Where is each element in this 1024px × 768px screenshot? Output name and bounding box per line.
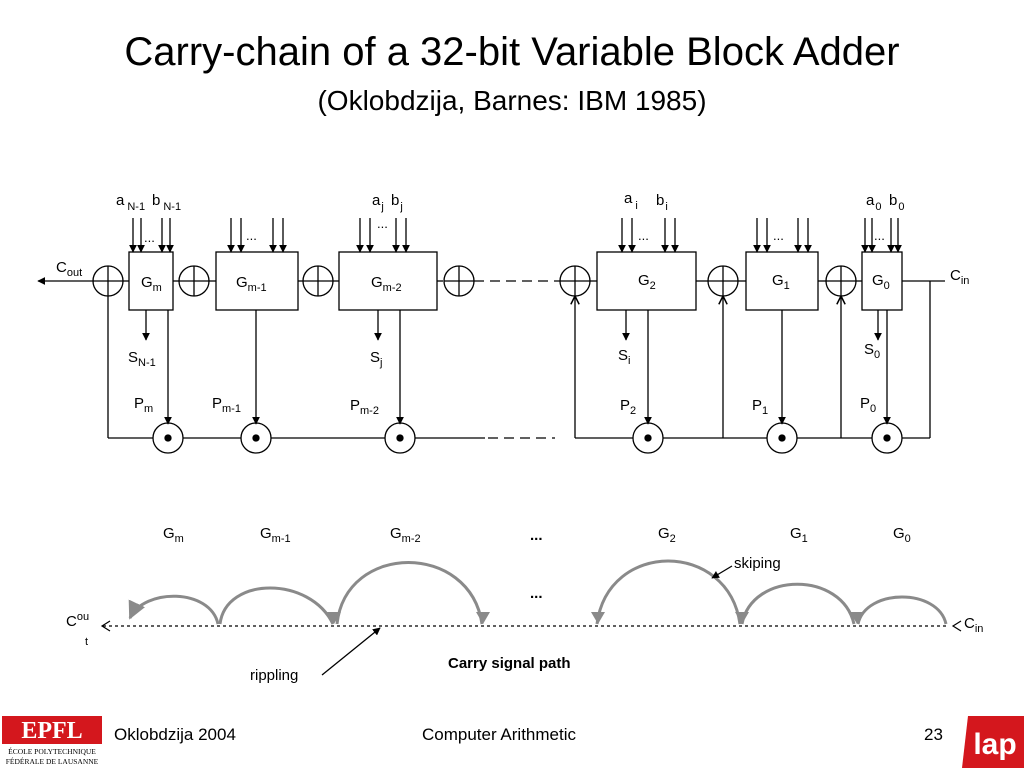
sum-label-n-1: SN-1	[128, 349, 156, 369]
xor-gate	[559, 265, 591, 297]
input-arrows-g-2	[618, 218, 679, 253]
arc-arrowhead	[476, 612, 490, 624]
skip-arc	[740, 582, 856, 625]
input-arrows-g-0	[861, 218, 902, 253]
block-label-g-m-1: Gm-1	[236, 274, 267, 294]
block-label-g-0: G0	[872, 272, 890, 292]
sum-label-i: Si	[618, 347, 630, 367]
xor-gate	[825, 265, 857, 297]
skiping-label: skiping	[734, 555, 781, 572]
footer-course: Computer Arithmetic	[422, 725, 576, 744]
skip-arc	[128, 594, 220, 625]
arc-arrowhead	[850, 612, 864, 624]
label-a-j: aj	[372, 192, 384, 213]
xor-gate	[178, 265, 210, 297]
footer-author: Oklobdzija 2004	[114, 725, 236, 744]
and-gate	[240, 422, 272, 454]
lower-g-1: G1	[790, 525, 808, 545]
input-arrows-g-m-2	[356, 218, 410, 253]
p-label-2: P2	[620, 397, 636, 417]
cin-label: Cin	[950, 267, 969, 287]
block-label-g-m-2: Gm-2	[371, 274, 402, 294]
dots-g-2: ...	[638, 228, 649, 243]
skip-arc	[595, 559, 742, 625]
xor-gate	[443, 265, 475, 297]
lower-dots-top: ...	[530, 527, 543, 544]
lower-g-m: Gm	[163, 525, 184, 545]
dots-g-m: ...	[144, 230, 155, 245]
xor-gate	[707, 265, 739, 297]
skip-arc	[856, 595, 948, 625]
dots-g-1: ...	[773, 228, 784, 243]
block-label-g-2: G2	[638, 272, 656, 292]
and-gate	[632, 422, 664, 454]
p-label-m: Pm	[134, 395, 153, 415]
sum-label-0: S0	[864, 341, 880, 361]
input-arrows-g-1	[753, 218, 812, 253]
carry-path-title: Carry signal path	[448, 655, 571, 672]
footer-page-number: 23	[924, 725, 943, 744]
lower-cin-label: Cin	[964, 615, 983, 635]
block-label-g-m: Gm	[141, 274, 162, 294]
xor-gate	[92, 265, 124, 297]
label-b-0: b0	[889, 192, 904, 213]
block-label-g-1: G1	[772, 272, 790, 292]
label-b-i: bi	[656, 192, 668, 213]
and-gate	[152, 422, 184, 454]
skip-arc	[218, 586, 335, 625]
lower-g-0: G0	[893, 525, 911, 545]
epfl-logo: EPFL ÉCOLE POLYTECHNIQUE FÉDÉRALE DE LAU…	[2, 716, 102, 766]
label-a-0: a0	[866, 192, 881, 213]
input-arrows-g-m	[129, 218, 174, 253]
cout-label: Cout	[56, 259, 82, 279]
xor-gate	[302, 265, 334, 297]
lap-logo: lap	[962, 716, 1024, 768]
lower-g-m-2: Gm-2	[390, 525, 421, 545]
p-label-1: P1	[752, 397, 768, 417]
and-gate	[384, 422, 416, 454]
lower-g-2: G2	[658, 525, 676, 545]
svg-text:FÉDÉRALE DE LAUSANNE: FÉDÉRALE DE LAUSANNE	[6, 756, 99, 766]
slide-title: Carry-chain of a 32-bit Variable Block A…	[124, 30, 900, 74]
lower-cout-label: Cou	[66, 611, 89, 630]
block-g-2	[596, 251, 697, 311]
p-label-m-1: Pm-1	[212, 395, 241, 415]
rippling-pointer	[321, 627, 381, 676]
skiping-pointer	[711, 565, 733, 579]
slide-subtitle: (Oklobdzija, Barnes: IBM 1985)	[317, 85, 707, 116]
block-g-m	[128, 251, 174, 311]
input-arrows-g-m-1	[227, 218, 287, 253]
and-gate	[766, 422, 798, 454]
block-g-m-1	[215, 251, 299, 311]
lower-cout-label-t: t	[85, 636, 88, 648]
p-label-0: P0	[860, 395, 876, 415]
svg-text:ÉCOLE POLYTECHNIQUE: ÉCOLE POLYTECHNIQUE	[8, 746, 96, 756]
arc-arrowhead	[327, 612, 341, 624]
label-b-j: bj	[391, 192, 403, 213]
arc-arrowhead	[735, 612, 749, 624]
sum-label-j: Sj	[370, 349, 382, 369]
cout-arrowhead	[100, 620, 111, 632]
dots-g-0: ...	[874, 228, 885, 243]
p-label-m-2: Pm-2	[350, 397, 379, 417]
dots-g-m-1: ...	[246, 228, 257, 243]
and-gate	[871, 422, 903, 454]
cin-arrowhead	[951, 620, 962, 632]
lower-dots-mid: ...	[530, 585, 543, 602]
block-g-m-2	[338, 251, 438, 311]
dots-g-m-2: ...	[377, 216, 388, 231]
svg-text:lap: lap	[973, 728, 1016, 761]
lower-g-m-1: Gm-1	[260, 525, 291, 545]
rippling-label: rippling	[250, 667, 298, 684]
arc-arrowhead	[591, 612, 605, 624]
block-g-0	[861, 251, 903, 311]
svg-text:EPFL: EPFL	[21, 718, 82, 744]
skip-arc	[335, 561, 484, 625]
